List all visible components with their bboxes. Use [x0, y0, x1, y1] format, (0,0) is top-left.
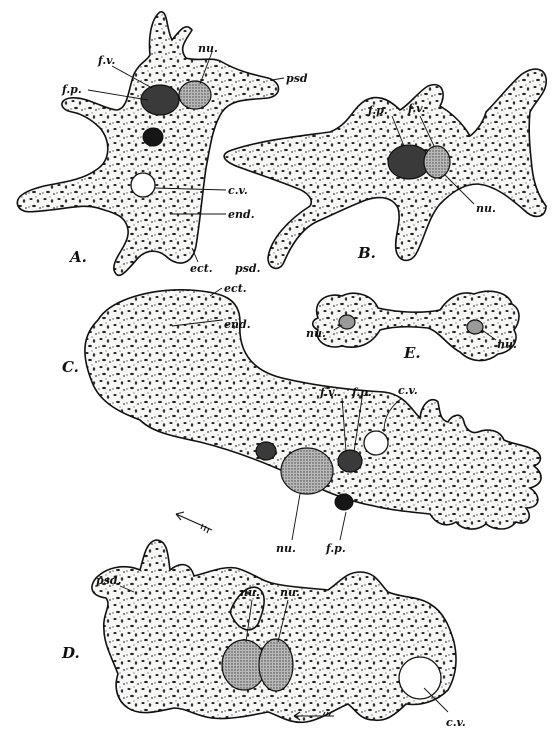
figure-c-label-end: end.	[224, 318, 251, 331]
figure-e: nu. nu. E.	[306, 291, 519, 362]
figure-b-label-fp: f.p.	[367, 104, 388, 117]
figure-c-lead-fp-bottom	[340, 512, 346, 540]
figure-c-label-ect: ect.	[224, 282, 247, 295]
figure-c-letter: C.	[62, 358, 79, 376]
figure-d-nucleus-2	[259, 639, 293, 691]
figure-d-contractile-vacuole	[399, 657, 441, 699]
figure-d-label-nu-2: nu.	[280, 586, 300, 599]
figure-a-contractile-vacuole	[131, 173, 155, 197]
figure-a-label-end: end.	[228, 208, 255, 221]
figure-d-label-psd: psd.	[96, 574, 122, 587]
figure-d-label-nu-1: nu.	[240, 586, 260, 599]
figure-b-label-nu: nu.	[476, 202, 496, 215]
figure-b-label-fv: f.v.	[407, 102, 425, 115]
figure-c-label-fp-bottom: f.p.	[325, 542, 346, 555]
figure-a-label-nu: nu.	[198, 42, 218, 55]
figure-c-label-fv: f.v.	[319, 386, 337, 399]
figure-a-letter: A.	[68, 248, 87, 266]
figure-b: f.p. f.v. nu. B.	[224, 69, 546, 268]
figure-e-label-nu-left: nu.	[306, 327, 326, 340]
figure-d: psd. nu. nu. c.v. D.	[61, 540, 466, 729]
figure-b-food-vacuole	[424, 146, 450, 178]
figure-c-food-vacuole	[338, 450, 362, 472]
figure-e-letter: E.	[403, 344, 421, 362]
figure-a-food-particle	[143, 128, 163, 146]
figure-c-label-fp-top: f.p.	[351, 386, 372, 399]
figure-c-direction-arrow	[176, 512, 212, 533]
figure-c-nucleus	[281, 448, 333, 494]
figure-a-label-fv: f.v.	[97, 54, 115, 67]
figure-c-label-cv: c.v.	[398, 384, 418, 397]
figure-a-label-psd-bottom: psd.	[235, 262, 261, 275]
figure-a-label-fp: f.p.	[61, 83, 82, 96]
figure-a-nucleus	[179, 81, 211, 109]
figure-c-contractile-vacuole	[364, 431, 388, 455]
figure-d-letter: D.	[61, 644, 80, 662]
figure-a-label-ect: ect.	[190, 262, 213, 275]
figure-e-label-nu-right: nu.	[497, 338, 517, 351]
figure-b-letter: B.	[357, 244, 376, 262]
figure-e-nucleus-right	[467, 320, 483, 334]
figure-c-lead-nu	[292, 494, 300, 540]
figure-d-cell	[92, 540, 456, 722]
figure-c-label-nu: nu.	[276, 542, 296, 555]
figure-a-label-cv: c.v.	[228, 184, 248, 197]
figure-a-label-psd-right: psd	[286, 72, 308, 85]
figure-c-small-food-vacuole	[256, 442, 276, 460]
figure-b-cell	[224, 69, 546, 268]
figure-c-food-particle	[335, 494, 353, 510]
figure-d-label-cv: c.v.	[446, 716, 466, 729]
figure-a-lead-psd-right	[272, 78, 284, 80]
figure-e-nucleus-left	[339, 315, 355, 329]
